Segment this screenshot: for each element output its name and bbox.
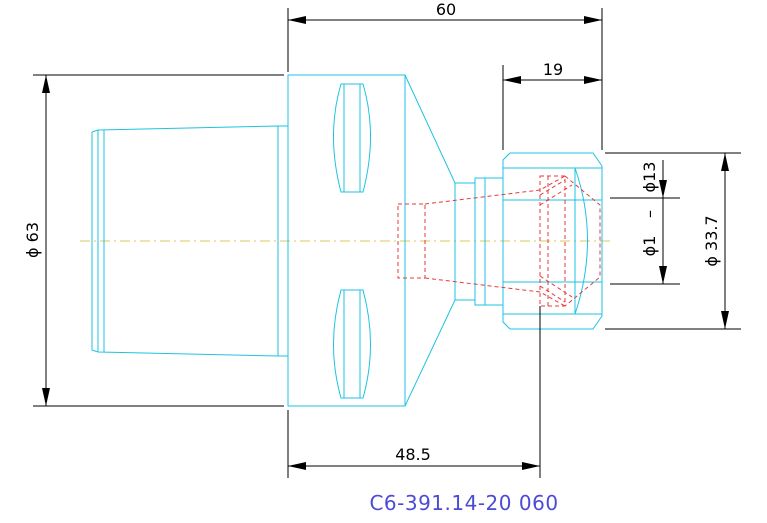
drive-slot-top (333, 83, 371, 193)
shank-chamfer (91, 129, 99, 353)
collet-taper-bottom (424, 277, 566, 307)
arrow-337-bottom (721, 311, 729, 329)
tool-holder-outline (91, 74, 603, 407)
arrow-13-bottom (659, 266, 667, 284)
collet-hatch-1 (539, 179, 573, 206)
arrow-63-bottom (42, 388, 50, 406)
dim-label-nut-diameter: ϕ 33.7 (702, 215, 721, 266)
arrow-485-right (522, 462, 540, 470)
dim-label-flange-diameter: ϕ 63 (23, 222, 42, 258)
dim-label-total-length: 60 (436, 0, 456, 19)
dim-label-clamp-sep: – (640, 210, 659, 218)
collet-nose (564, 175, 601, 307)
collet-nut (502, 152, 603, 330)
arrow-63-top (42, 75, 50, 93)
dimension-lines (33, 8, 741, 478)
arrow-13-top (659, 180, 667, 198)
collet-body (539, 175, 566, 307)
drive-slot-bottom (333, 289, 371, 399)
dim-label-gauge-length: 48.5 (395, 445, 431, 464)
nut-face-curve (574, 167, 588, 315)
dim-label-nut-length: 19 (543, 60, 563, 79)
part-code: C6-391.14-20 060 (369, 491, 558, 515)
collet-hatch-2 (539, 275, 573, 303)
flange (287, 74, 406, 407)
arrow-19-left (503, 76, 521, 84)
arrow-60-right (584, 16, 602, 24)
dim-label-clamp-min: ϕ1 (640, 236, 659, 257)
collet-hidden-lines (397, 175, 601, 307)
arrow-19-right (584, 76, 602, 84)
dim-label-clamp-max: ϕ13 (640, 162, 659, 193)
arrow-60-left (288, 16, 306, 24)
arrow-337-top (721, 153, 729, 171)
arrow-485-left (288, 462, 306, 470)
